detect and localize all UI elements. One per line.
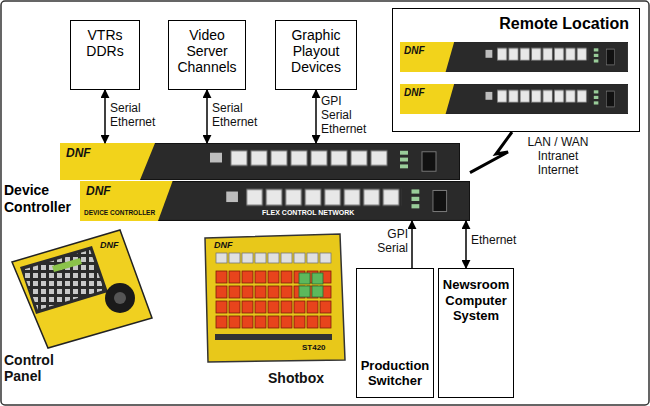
- control-panel-picture: [12, 230, 152, 348]
- connector-label: Serial Ethernet: [110, 102, 162, 130]
- rack-unit: [400, 42, 628, 72]
- box-title: Device Controller: [4, 182, 74, 216]
- connector-arrow: [315, 90, 317, 143]
- connector-label: Ethernet: [471, 234, 521, 248]
- joystick-cap: [114, 292, 126, 304]
- box-title: Remote Location: [403, 15, 629, 33]
- part-label: DNF: [66, 147, 91, 161]
- device-box: VTRs DDRs: [70, 20, 140, 90]
- lightning-link: [470, 132, 512, 173]
- device-box: Video Server Channels: [168, 20, 246, 90]
- part-label: DNF: [86, 185, 111, 199]
- part-label: FLEX CONTROL NETWORK: [262, 209, 354, 217]
- connector-label: Serial Ethernet: [212, 102, 264, 130]
- rack-unit: [80, 181, 470, 221]
- connector-arrow: [465, 221, 467, 268]
- part-label: DNF: [214, 240, 233, 250]
- connector-label: GPI Serial Ethernet: [321, 95, 375, 136]
- box-title: Production Switcher: [360, 358, 430, 389]
- system-box: Production Switcher: [356, 268, 434, 398]
- part-label: DEVICE CONTROLLER: [84, 209, 155, 216]
- part-label: DNF: [404, 45, 425, 57]
- system-box: Newsroom Computer System: [438, 268, 514, 398]
- display: [52, 258, 82, 272]
- joystick: [105, 283, 135, 313]
- button-grid: [215, 270, 332, 330]
- remote-location-box: Remote Location: [392, 8, 640, 132]
- box-title: Newsroom Computer System: [442, 277, 510, 324]
- part-label: ST420: [302, 343, 326, 352]
- box-title: Graphic Playout Devices: [280, 27, 352, 75]
- connector-arrow: [104, 90, 106, 143]
- green-buttons: [298, 272, 324, 298]
- device-box: Graphic Playout Devices: [275, 20, 357, 90]
- connector-arrow: [206, 90, 208, 143]
- part-label: DNF: [100, 240, 119, 250]
- box-title: VTRs DDRs: [75, 27, 135, 59]
- connector-label: GPI Serial: [368, 228, 408, 256]
- part-label: Shotbox: [268, 370, 324, 386]
- part-label: DNF: [404, 87, 425, 99]
- keypad: [20, 246, 108, 314]
- strip: [215, 334, 332, 340]
- rack-unit: [400, 84, 628, 114]
- keys: [22, 250, 104, 310]
- box-title: Video Server Channels: [173, 27, 241, 75]
- button-row: [215, 252, 332, 264]
- connector-arrow: [411, 221, 413, 268]
- connector-label: LAN / WAN Intranet Internet: [522, 136, 594, 177]
- part-label: Control Panel: [4, 352, 74, 384]
- rack-unit: [60, 143, 460, 180]
- shotbox-body: [205, 234, 345, 362]
- shotbox-picture: [205, 234, 345, 362]
- panel-body: [12, 230, 152, 348]
